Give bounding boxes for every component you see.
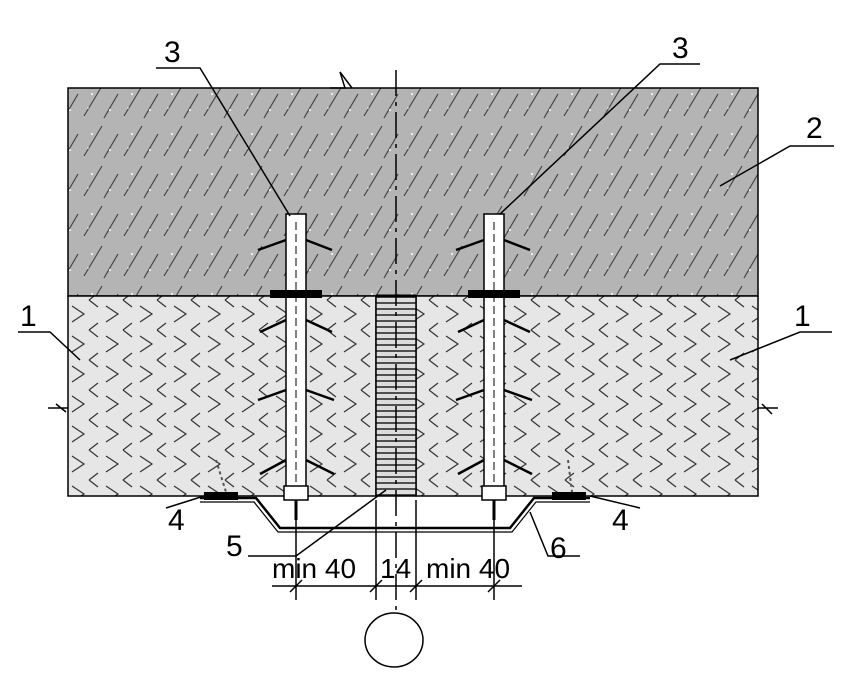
break-mark-right [758, 403, 778, 415]
washer-right [552, 459, 586, 500]
dimension-right: min 40 [426, 553, 510, 584]
cover-profile [200, 496, 590, 530]
callout-cover-profile: 6 [550, 532, 567, 565]
axis-marker-bubble [364, 612, 424, 668]
concrete-layer [67, 87, 759, 297]
dimension-lines [272, 500, 522, 600]
callout-insulation-right: 1 [794, 300, 811, 333]
callout-joint-filler: 5 [226, 530, 243, 563]
dimension-center: 14 [380, 553, 411, 584]
callout-anchor-right: 3 [672, 32, 689, 65]
break-mark-top [330, 71, 353, 89]
callout-concrete: 2 [806, 112, 823, 145]
insulation-right [415, 295, 759, 497]
callout-insulation-left: 1 [20, 300, 37, 333]
break-mark-left [48, 403, 68, 413]
callout-anchor-left: 3 [164, 36, 181, 69]
callout-washer-left: 4 [168, 504, 185, 537]
anchor-left [257, 213, 335, 501]
insulation-left [67, 295, 377, 497]
washer-left [204, 459, 238, 500]
callout-washer-right: 4 [612, 504, 629, 537]
anchor-right [455, 213, 533, 501]
dimension-left: min 40 [272, 553, 356, 584]
